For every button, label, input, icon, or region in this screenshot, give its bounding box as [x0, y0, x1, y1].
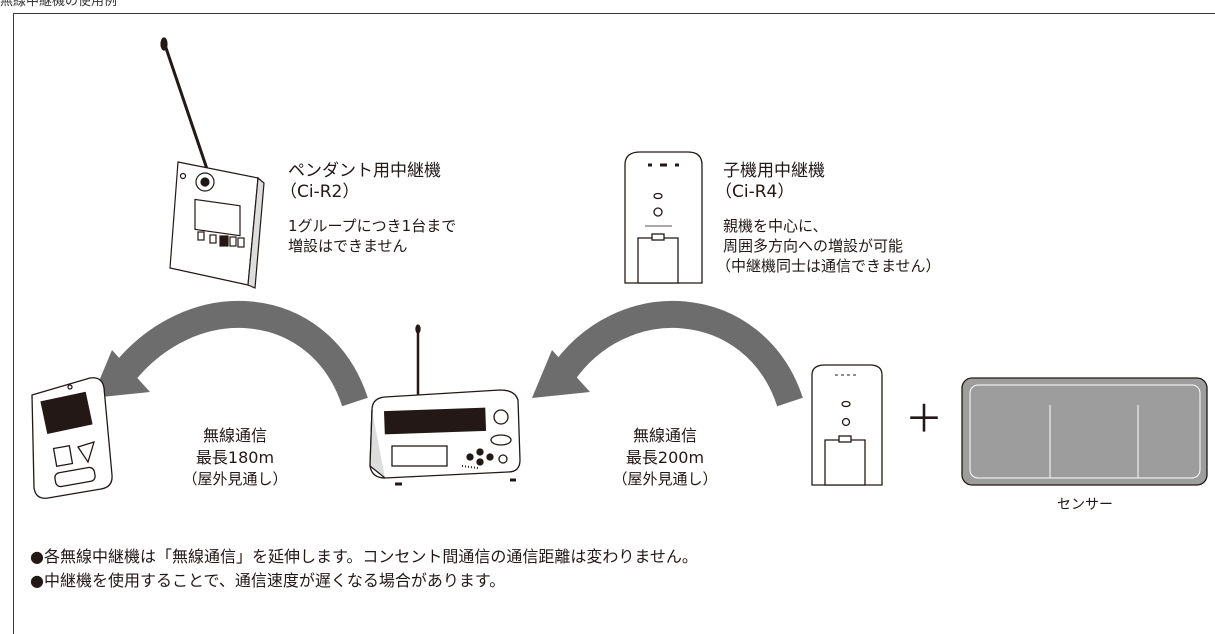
sensor-mat: [961, 377, 1208, 486]
pendant-relay-note-2: 増設はできません: [288, 237, 408, 255]
unit-relay-device-small: [811, 364, 883, 486]
sensor-label: センサー: [1057, 497, 1113, 513]
unit-relay-note-1: 親機を中心に、: [723, 217, 828, 235]
pendant-relay-note-1: 1グループにつき1台まで: [288, 217, 457, 235]
pendant-relay-device: [160, 37, 265, 289]
note-line-2: ●中継機を使用することで、通信速度が遅くなる場合があります。: [30, 571, 506, 590]
pendant-relay-name: ペンダント用中継機: [288, 161, 441, 181]
unit-relay-device: [624, 151, 703, 284]
link-right-label: 無線通信: [632, 426, 697, 445]
unit-relay-note-2: 周囲多方向への増設が可能: [723, 237, 904, 255]
link-right-condition: （屋外見通し）: [612, 470, 718, 488]
diagram-artwork: [31, 37, 1208, 499]
link-left-label: 無線通信: [202, 426, 267, 445]
unit-relay-model: （Ci-R4）: [715, 182, 795, 202]
arrow-left: [92, 301, 368, 407]
arrow-right: [532, 301, 803, 407]
link-left-range: 最長180m: [195, 448, 275, 467]
pendant-handset-device: [31, 377, 113, 499]
link-left-condition: （屋外見通し）: [182, 470, 288, 488]
link-right-range: 最長200m: [625, 448, 705, 467]
base-unit-device: [369, 324, 521, 486]
plus-sign: ＋: [905, 397, 944, 441]
header-fragment: 無線中継機の使用例: [0, 0, 118, 9]
pendant-relay-model: （Ci-R2）: [280, 182, 360, 202]
unit-relay-name: 子機用中継機: [723, 161, 825, 181]
unit-relay-note-3: （中継機同士は通信できません）: [716, 257, 941, 275]
note-line-1: ●各無線中継機は「無線通信」を延伸します。コンセント間通信の通信距離は変わりませ…: [30, 547, 698, 566]
diagram-frame: [13, 13, 1215, 634]
